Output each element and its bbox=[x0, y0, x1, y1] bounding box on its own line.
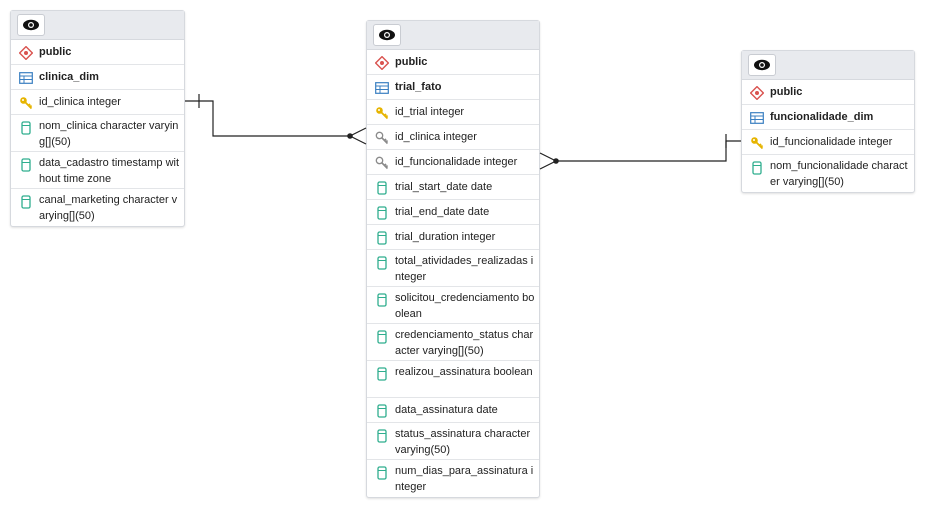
table-name: trial_fato bbox=[395, 81, 442, 93]
primary-key-icon bbox=[375, 106, 389, 120]
table-clinica-dim[interactable]: public clinica_dim id_clinica integer no… bbox=[10, 10, 185, 227]
column-label: trial_duration integer bbox=[395, 231, 496, 243]
table-icon bbox=[19, 71, 33, 85]
column-label: nom_funcionalidade character varying[](5… bbox=[770, 160, 908, 188]
column-row[interactable]: data_assinatura date bbox=[367, 398, 539, 423]
table-name-row[interactable]: trial_fato bbox=[367, 75, 539, 100]
column-label: id_clinica integer bbox=[39, 96, 121, 108]
column-row[interactable]: solicitou_credenciamento boolean bbox=[367, 287, 539, 324]
column-label: solicitou_credenciamento boolean bbox=[395, 292, 535, 320]
column-icon bbox=[375, 367, 389, 381]
column-row[interactable]: trial_end_date date bbox=[367, 200, 539, 225]
table-name-row[interactable]: clinica_dim bbox=[11, 65, 184, 90]
column-row[interactable]: trial_duration integer bbox=[367, 225, 539, 250]
column-icon bbox=[375, 293, 389, 307]
column-row[interactable]: status_assinatura character varying(50) bbox=[367, 423, 539, 460]
schema-row[interactable]: public bbox=[742, 80, 914, 105]
table-trial-fato[interactable]: public trial_fato id_trial integer id_cl… bbox=[366, 20, 540, 498]
table-icon bbox=[375, 81, 389, 95]
column-row[interactable]: total_atividades_realizadas integer bbox=[367, 250, 539, 287]
schema-row[interactable]: public bbox=[367, 50, 539, 75]
column-icon bbox=[375, 429, 389, 443]
schema-icon bbox=[375, 56, 389, 70]
column-row[interactable]: id_trial integer bbox=[367, 100, 539, 125]
column-icon bbox=[375, 330, 389, 344]
eye-icon[interactable] bbox=[748, 54, 776, 76]
primary-key-icon bbox=[750, 136, 764, 150]
schema-row[interactable]: public bbox=[11, 40, 184, 65]
column-icon bbox=[375, 404, 389, 418]
column-row[interactable]: id_clinica integer bbox=[367, 125, 539, 150]
table-icon bbox=[750, 111, 764, 125]
column-icon bbox=[375, 466, 389, 480]
column-icon bbox=[19, 158, 33, 172]
column-icon bbox=[375, 206, 389, 220]
column-label: nom_clinica character varying[](50) bbox=[39, 120, 179, 148]
column-row[interactable]: id_funcionalidade integer bbox=[367, 150, 539, 175]
column-label: id_clinica integer bbox=[395, 131, 477, 143]
column-label: id_funcionalidade integer bbox=[395, 156, 518, 168]
schema-icon bbox=[19, 46, 33, 60]
column-icon bbox=[19, 121, 33, 135]
column-icon bbox=[375, 181, 389, 195]
column-row[interactable]: nom_clinica character varying[](50) bbox=[11, 115, 184, 152]
column-label: id_funcionalidade integer bbox=[770, 136, 893, 148]
foreign-key-icon bbox=[375, 131, 389, 145]
schema-label: public bbox=[395, 56, 428, 68]
schema-icon bbox=[750, 86, 764, 100]
column-label: trial_end_date date bbox=[395, 206, 490, 218]
connector-dot bbox=[347, 133, 353, 139]
schema-label: public bbox=[39, 46, 72, 58]
table-name: funcionalidade_dim bbox=[770, 111, 874, 123]
column-row[interactable]: data_cadastro timestamp without time zon… bbox=[11, 152, 184, 189]
primary-key-icon bbox=[19, 96, 33, 110]
relationship-clinica[interactable] bbox=[185, 94, 367, 145]
column-row[interactable]: realizou_assinatura boolean bbox=[367, 361, 539, 398]
eye-icon[interactable] bbox=[17, 14, 45, 36]
connector-dot bbox=[553, 158, 559, 164]
column-label: status_assinatura character varying(50) bbox=[395, 428, 531, 456]
column-row[interactable]: trial_start_date date bbox=[367, 175, 539, 200]
column-row[interactable]: canal_marketing character varying[](50) bbox=[11, 189, 184, 226]
column-row[interactable]: nom_funcionalidade character varying[](5… bbox=[742, 155, 914, 192]
column-row[interactable]: num_dias_para_assinatura integer bbox=[367, 460, 539, 497]
column-label: trial_start_date date bbox=[395, 181, 493, 193]
column-label: data_assinatura date bbox=[395, 404, 498, 416]
table-header bbox=[367, 21, 539, 50]
column-icon bbox=[750, 161, 764, 175]
column-label: canal_marketing character varying[](50) bbox=[39, 194, 178, 222]
column-icon bbox=[19, 195, 33, 209]
column-label: data_cadastro timestamp without time zon… bbox=[39, 157, 180, 185]
column-label: credenciamento_status character varying[… bbox=[395, 329, 534, 357]
table-header bbox=[742, 51, 914, 80]
table-name-row[interactable]: funcionalidade_dim bbox=[742, 105, 914, 130]
relationship-funcionalidade[interactable] bbox=[539, 134, 741, 170]
column-icon bbox=[375, 231, 389, 245]
foreign-key-icon bbox=[375, 156, 389, 170]
schema-label: public bbox=[770, 86, 803, 98]
column-label: id_trial integer bbox=[395, 106, 465, 118]
table-name: clinica_dim bbox=[39, 71, 99, 83]
column-label: num_dias_para_assinatura integer bbox=[395, 465, 534, 493]
column-row[interactable]: id_clinica integer bbox=[11, 90, 184, 115]
table-funcionalidade-dim[interactable]: public funcionalidade_dim id_funcionalid… bbox=[741, 50, 915, 193]
eye-icon[interactable] bbox=[373, 24, 401, 46]
column-label: total_atividades_realizadas integer bbox=[395, 255, 534, 283]
column-icon bbox=[375, 256, 389, 270]
column-row[interactable]: id_funcionalidade integer bbox=[742, 130, 914, 155]
table-header bbox=[11, 11, 184, 40]
column-label: realizou_assinatura boolean bbox=[395, 366, 533, 378]
column-row[interactable]: credenciamento_status character varying[… bbox=[367, 324, 539, 361]
